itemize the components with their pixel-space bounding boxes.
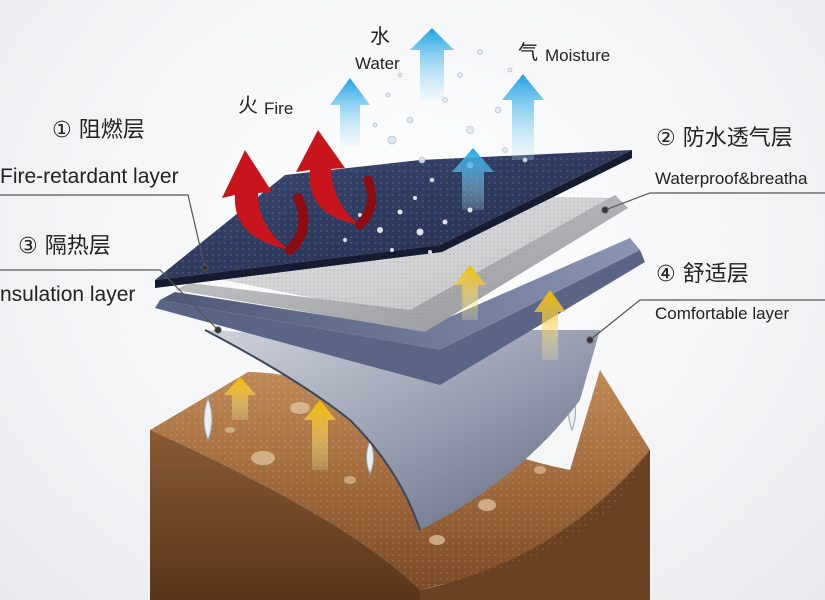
layer3-label-cn: ③ 隔热层 xyxy=(18,234,111,259)
water-vapor-arrow-icons xyxy=(330,28,544,210)
moisture-label-en: Moisture xyxy=(545,46,611,65)
fire-arrow-icons xyxy=(222,130,377,255)
layer1-label-en: Fire-retardant layer xyxy=(0,165,179,188)
comfortable-layer xyxy=(204,329,600,531)
layer4-label-cn: ④ 舒适层 xyxy=(656,262,749,287)
layer3-label-en: nsulation layer xyxy=(0,283,136,306)
water-label-cn: 水 xyxy=(370,24,390,48)
callout-lines xyxy=(0,192,825,344)
layer1-label-cn: ① 阻燃层 xyxy=(52,118,145,143)
fire-retardant-layer xyxy=(155,150,632,288)
water-label-en: Water xyxy=(355,54,400,73)
moisture-label-cn: 气 xyxy=(518,40,538,64)
fire-label-en: Fire xyxy=(264,99,294,118)
layer4-label-en: Comfortable layer xyxy=(655,304,790,323)
bubble-particles xyxy=(372,37,528,183)
layer2-label-cn: ② 防水透气层 xyxy=(656,126,793,151)
heat-arrow-icons xyxy=(224,265,566,470)
fire-label-cn: 火 xyxy=(238,93,258,117)
layer2-label-en: Waterproof&breatha xyxy=(655,169,808,188)
membrane-layer xyxy=(175,195,628,332)
